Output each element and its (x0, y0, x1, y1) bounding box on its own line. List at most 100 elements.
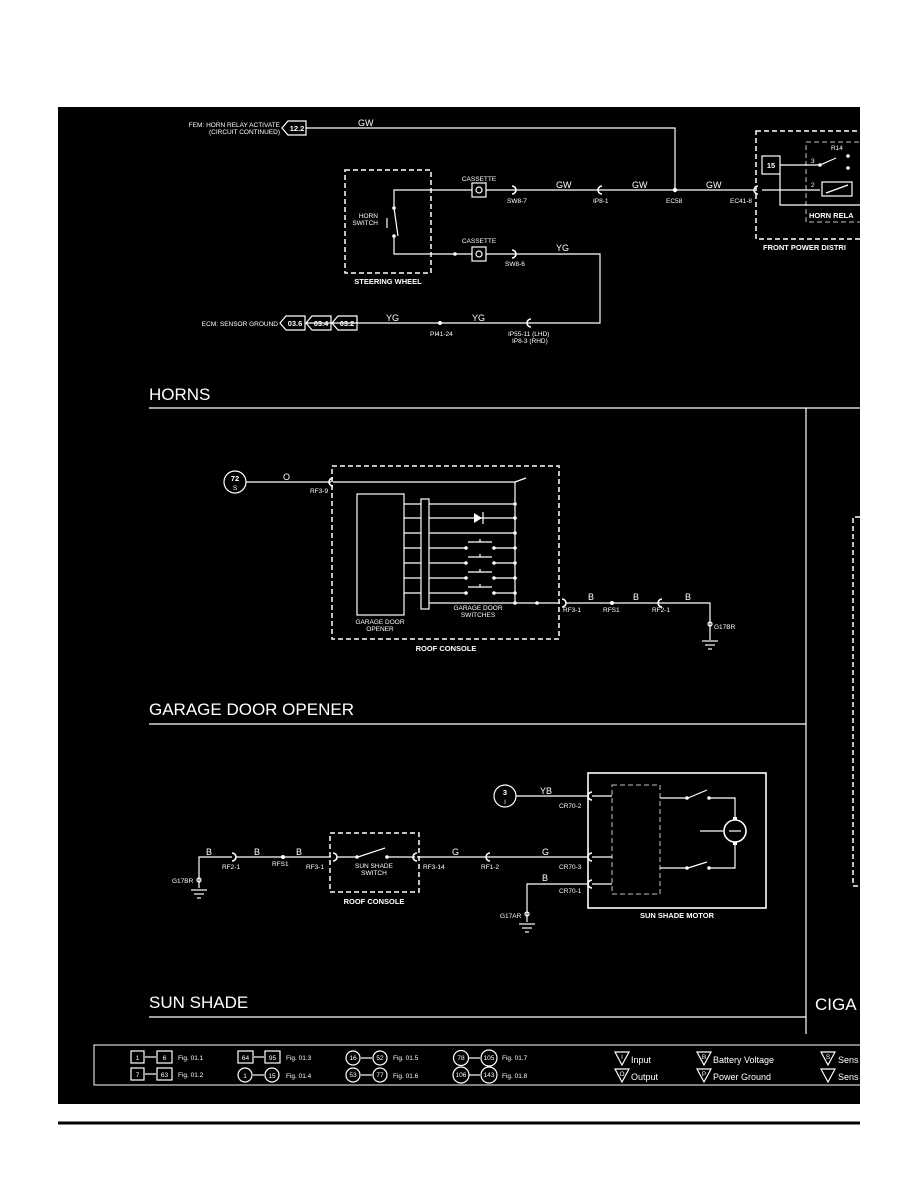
legend-ref-8b: 143 (484, 1072, 495, 1079)
motor-brush-bottom (733, 842, 737, 845)
horn-switch-node-1 (392, 206, 396, 210)
ecm-ref-2: 03.4 (314, 319, 329, 328)
gnode-5 (513, 561, 517, 565)
roof-console-label: ROOF CONSOLE (416, 644, 477, 653)
sunshade-circuit: 3 I YB CR70-2 G17BR B RF2-1 B RFS1 B RF3… (149, 772, 857, 1018)
wire-gw-label-1: GW (556, 180, 572, 190)
connector-ec41-8 (753, 185, 759, 195)
ss-b-label-3: B (296, 847, 302, 857)
diode-icon (474, 513, 482, 523)
legend-ref-5a: 16 (349, 1055, 357, 1062)
ss-splice-rfs1 (281, 855, 285, 859)
rf1-2-label: RF1-2 (481, 864, 499, 871)
legend-sens-2: Sens (838, 1072, 859, 1082)
fuse-number: 15 (767, 161, 775, 170)
legend-fig-3: Fig. 01.3 (286, 1055, 312, 1062)
legend-ref-6a-circle (345, 1067, 361, 1083)
legend-ref-7a-circle (452, 1049, 470, 1067)
motor-feed-top (709, 797, 736, 819)
wire-gw-top (306, 127, 676, 190)
legend-fig-6: Fig. 01.6 (393, 1073, 419, 1080)
steering-wheel-box (344, 169, 432, 274)
legend-fig-2: Fig. 01.2 (178, 1072, 204, 1079)
wire-gw-label-top: GW (358, 118, 374, 128)
legend-battery: Battery Voltage (713, 1055, 774, 1065)
gsw3-a (464, 576, 468, 580)
legend-ref-6b-circle (372, 1067, 388, 1083)
gsw2-a (464, 561, 468, 565)
wire-yg (306, 253, 601, 324)
connector-rf3-14 (412, 852, 418, 862)
horn-switch-contact (393, 207, 399, 237)
garage-ground-label: G17BR (714, 624, 736, 631)
section-cigar: CIGA (815, 995, 857, 1014)
wire-o-label: O (283, 472, 290, 482)
cassette-label-2: CASSETTE (462, 238, 497, 245)
gnode-9 (535, 601, 539, 605)
rfs1-label: RFS1 (603, 607, 620, 614)
connector-sw8-6 (511, 249, 517, 259)
ecm-ref-box-1 (279, 315, 306, 331)
sw8-6-label: SW8-6 (505, 261, 525, 268)
battery-symbol-letter: B (702, 1054, 706, 1061)
gnode-2 (513, 516, 517, 520)
cassette-1-dot (475, 186, 483, 194)
ss-switch-label-1: SUN SHADE (355, 863, 394, 870)
gnode-6 (513, 576, 517, 580)
motor-brush-top (733, 817, 737, 820)
relay-a-blade (687, 789, 708, 799)
gsw1-a (464, 546, 468, 550)
rf3-1-label: RF3-1 (563, 607, 581, 614)
legend-input: Input (631, 1055, 652, 1065)
sunshade-ref-num: 3 (503, 788, 507, 797)
ecm-ref-1: 03.6 (288, 319, 303, 328)
garage-b-label-2: B (633, 592, 639, 602)
splice-rfs1 (610, 601, 614, 605)
garage-opener-label-2: OPENER (366, 626, 394, 633)
section-garage: GARAGE DOOR OPENER (149, 700, 354, 719)
sw8-7-label: SW8-7 (507, 198, 527, 205)
fem-ref-line1: FEM: HORN RELAY ACTIVATE (189, 122, 281, 129)
legend-ref-2a: 7 (136, 1072, 140, 1079)
right-component-box (852, 516, 860, 887)
gnode-8 (513, 601, 517, 605)
ss-rf3-1-label: RF3-1 (306, 864, 324, 871)
legend-ref-3a: 64 (242, 1055, 250, 1062)
relay-b-1 (685, 866, 689, 870)
wire-yg-label-3: YG (386, 313, 399, 323)
horn-switch-label-2: SWITCH (352, 220, 378, 227)
garage-ref-sub: S (233, 485, 238, 492)
legend-ref-5b: 52 (376, 1055, 384, 1062)
ec41-8-label: EC41-8 (730, 198, 752, 205)
gnode-1 (513, 502, 517, 506)
legend-ref-4a-circle (237, 1067, 253, 1083)
ip8-3-label: IP8-3 (RHD) (512, 338, 548, 345)
rf3-14-label: RF3-14 (423, 864, 445, 871)
sensor-symbol-icon-1 (819, 1051, 837, 1067)
relay-node-2 (846, 154, 850, 158)
ss-switch-a (355, 855, 359, 859)
ground-symbol-icon (695, 1068, 713, 1084)
front-power-label: FRONT POWER DISTRI (763, 243, 846, 252)
gsw1-b (492, 546, 496, 550)
ss-switch-label-2: SWITCH (361, 870, 387, 877)
garage-circuit: 72 S O RF3-9 ROOF CONSOLE GARAGE DOOR OP… (149, 465, 806, 725)
output-symbol-letter: O (619, 1071, 624, 1078)
horns-circuit: FEM: HORN RELAY ACTIVATE (CIRCUIT CONTIN… (149, 118, 867, 409)
wire-gw-label-2: GW (632, 180, 648, 190)
relay-return-wire (779, 174, 860, 206)
garage-ref-num: 72 (231, 474, 239, 483)
ss-b-label-1: B (206, 847, 212, 857)
legend-ref-1a-box (130, 1050, 145, 1064)
battery-symbol-icon (695, 1051, 713, 1067)
sensor-symbol-icon-2 (819, 1068, 837, 1084)
connector-ip8-1 (597, 185, 603, 195)
sunshade-ground-left-label: G17BR (172, 878, 194, 885)
section-horns: HORNS (149, 385, 210, 404)
ground-symbol-letter: P (702, 1071, 706, 1078)
legend-ref-6b: 77 (376, 1072, 384, 1079)
legend-ref-7a: 78 (457, 1055, 465, 1062)
legend-ref-5a-circle (345, 1050, 361, 1066)
relay-pin-2: 2 (811, 182, 815, 189)
ss-b-label-4: B (542, 873, 548, 883)
